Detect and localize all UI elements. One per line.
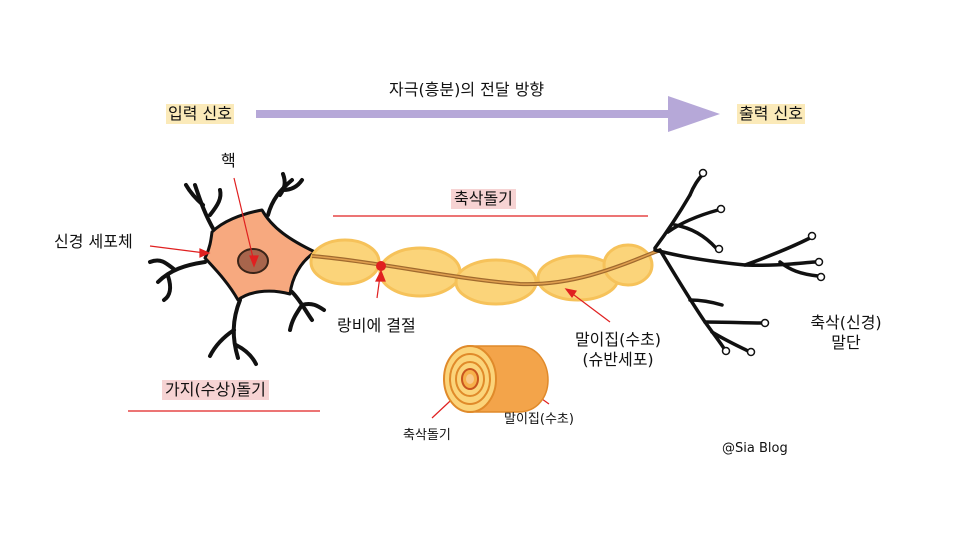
node-of-ranvier-label: 랑비에 결절 [337,316,416,335]
input-signal-label: 입력 신호 [166,104,234,124]
axon-terminal-knobs [698,168,826,357]
myelin-cross-section [443,345,549,413]
credit-label: @Sia Blog [722,441,788,456]
axon-label: 축삭돌기 [451,189,516,209]
axon-terminal-label-line2: 말단 [831,333,861,352]
myelin-label: 말이집(수초) (슈반세포) [563,330,673,370]
dendrite-label: 가지(수상)돌기 [162,380,269,400]
cell-body-label: 신경 세포체 [54,232,133,251]
direction-label: 자극(흥분)의 전달 방향 [389,80,545,99]
cross-section-myelin-label: 말이집(수초) [504,412,574,427]
output-signal-label: 출력 신호 [737,104,805,124]
axon-terminal-label-line1: 축삭(신경) [810,313,882,332]
cross-section-axon-label: 축삭돌기 [403,428,451,443]
myelin-label-line2: (슈반세포) [582,350,654,369]
dendrites [148,172,326,366]
axon-terminal [653,173,820,353]
myelin-label-line1: 말이집(수초) [574,330,662,349]
nucleus-label: 핵 [221,151,236,170]
node-of-ranvier-dot [376,261,386,271]
axon-terminal-label: 축삭(신경) 말단 [796,313,896,353]
direction-arrow [256,96,720,132]
